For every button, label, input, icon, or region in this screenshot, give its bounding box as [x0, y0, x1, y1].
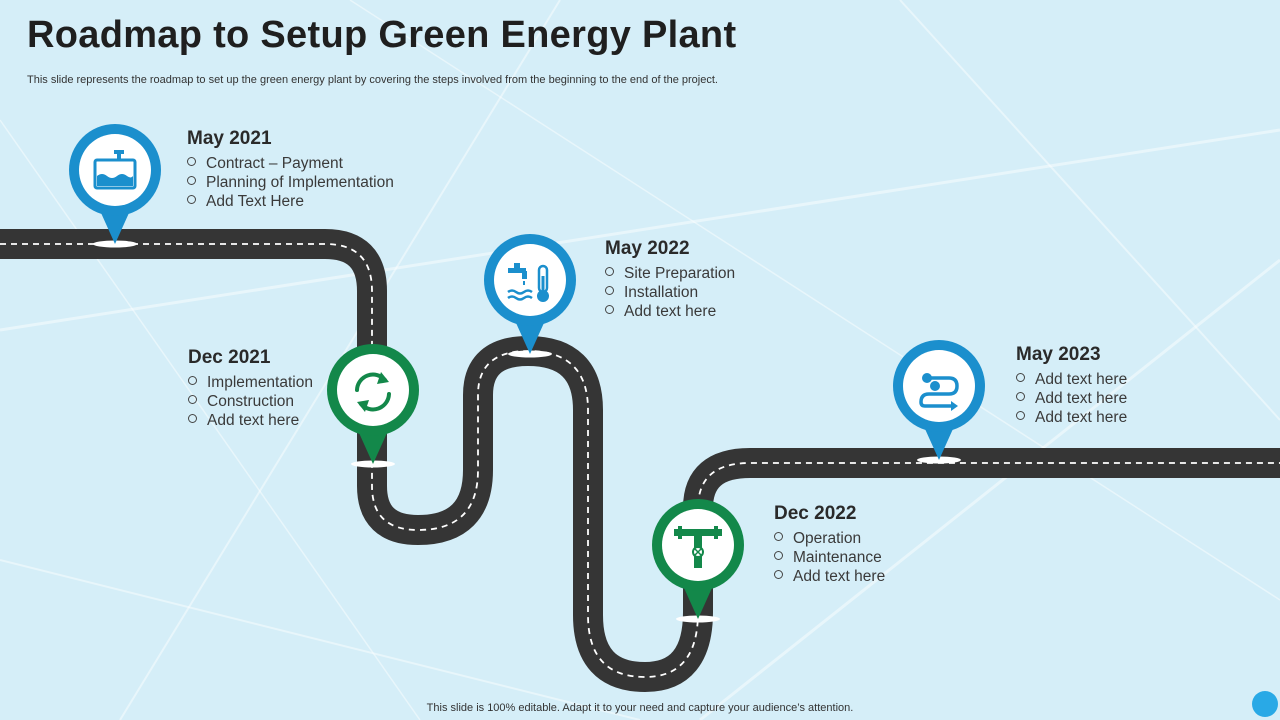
milestone-date: Dec 2021	[188, 347, 271, 368]
pin-may-2021	[67, 124, 163, 248]
list-item: Installation	[605, 283, 735, 302]
page-subtitle: This slide represents the roadmap to set…	[27, 74, 718, 86]
list-item: Add text here	[774, 567, 885, 586]
milestone-may-2022: May 2022 Site Preparation Installation A…	[605, 238, 735, 321]
milestone-dec-2021: Dec 2021 Implementation Construction Add…	[188, 347, 313, 430]
list-item: Add text here	[1016, 408, 1127, 427]
pin-may-2023	[891, 340, 987, 464]
pin-dec-2022	[650, 499, 746, 623]
milestone-dec-2022: Dec 2022 Operation Maintenance Add text …	[774, 503, 885, 586]
list-item: Add text here	[605, 302, 735, 321]
milestone-date: May 2023	[1016, 344, 1101, 365]
milestone-date: May 2021	[187, 128, 272, 149]
pipe-valve-icon	[674, 526, 722, 568]
milestone-date: Dec 2022	[774, 503, 857, 524]
list-item: Maintenance	[774, 548, 885, 567]
page-title: Roadmap to Setup Green Energy Plant	[27, 14, 737, 56]
faucet-thermometer-icon	[507, 263, 549, 302]
list-item: Add Text Here	[187, 192, 394, 211]
list-item: Planning of Implementation	[187, 173, 394, 192]
list-item: Operation	[774, 529, 885, 548]
list-item: Add text here	[188, 411, 313, 430]
hydrogen-molecule-icon	[919, 373, 959, 411]
list-item: Add text here	[1016, 389, 1127, 408]
list-item: Add text here	[1016, 370, 1127, 389]
milestone-date: May 2022	[605, 238, 690, 259]
list-item: Construction	[188, 392, 313, 411]
list-item: Contract – Payment	[187, 154, 394, 173]
pin-may-2022	[482, 234, 578, 358]
water-tank-icon	[93, 150, 137, 190]
list-item: Implementation	[188, 373, 313, 392]
list-item: Site Preparation	[605, 264, 735, 283]
milestone-may-2021: May 2021 Contract – Payment Planning of …	[187, 128, 394, 211]
pin-dec-2021	[325, 344, 421, 468]
milestone-may-2023: May 2023 Add text here Add text here Add…	[1016, 344, 1127, 427]
recycle-arrows-icon	[355, 372, 391, 412]
footer-note: This slide is 100% editable. Adapt it to…	[426, 702, 854, 714]
slide-indicator-dot	[1252, 691, 1278, 717]
